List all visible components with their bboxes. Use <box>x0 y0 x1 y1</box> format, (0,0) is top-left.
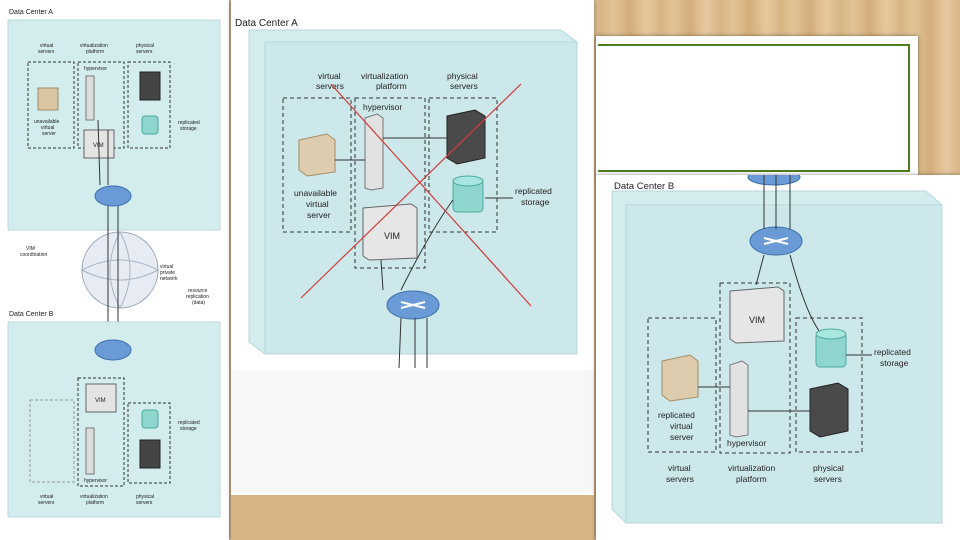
center-title: Data Center A <box>235 18 298 29</box>
svg-text:platform: platform <box>376 81 407 91</box>
svg-text:servers: servers <box>666 474 694 484</box>
dc-b-title: Data Center B <box>9 311 54 318</box>
unavailable-vs-a <box>38 88 58 110</box>
svg-text:servers: servers <box>136 500 153 506</box>
svg-text:storage: storage <box>521 197 550 207</box>
svg-text:servers: servers <box>814 474 842 484</box>
dc-a-title: Data Center A <box>9 9 53 16</box>
unavailable-server-icon <box>299 134 335 176</box>
svg-text:platform: platform <box>86 49 104 55</box>
vpn-globe <box>82 232 158 308</box>
wood-strip <box>231 495 594 540</box>
svg-text:physical: physical <box>447 71 478 81</box>
svg-text:platform: platform <box>86 500 104 506</box>
svg-text:servers: servers <box>38 49 55 55</box>
hypervisor-b-tower <box>730 361 748 437</box>
replicated-vs-icon <box>662 355 698 401</box>
svg-text:physical: physical <box>813 463 844 473</box>
slide-frame <box>596 36 918 176</box>
svg-text:server: server <box>670 432 694 442</box>
svg-text:coordination: coordination <box>20 252 47 258</box>
hypervisor-a: hypervisor <box>84 66 107 72</box>
svg-text:hypervisor: hypervisor <box>84 478 107 484</box>
svg-text:replicated: replicated <box>658 410 695 420</box>
svg-text:servers: servers <box>450 81 478 91</box>
right-title: Data Center B <box>614 181 674 192</box>
svg-text:server: server <box>42 131 56 137</box>
svg-text:VIM: VIM <box>749 315 765 325</box>
router-a <box>95 186 131 206</box>
svg-text:server: server <box>307 210 331 220</box>
svg-text:VIM: VIM <box>95 398 106 404</box>
svg-text:virtualization: virtualization <box>728 463 776 473</box>
center-diagram-panel: Data Center A virtual servers virtualiza… <box>231 0 594 540</box>
left-diagram-svg: Data Center A virtual servers virtualiza… <box>0 0 229 540</box>
svg-text:virtual: virtual <box>670 421 693 431</box>
left-diagram-panel: Data Center A virtual servers virtualiza… <box>0 0 229 540</box>
physical-server-b-icon <box>810 383 848 437</box>
svg-text:unavailable: unavailable <box>294 188 337 198</box>
right-diagram-panel: Data Center B VIM replicated storage rep… <box>596 175 960 540</box>
svg-text:replicated: replicated <box>515 186 552 196</box>
svg-text:network: network <box>160 276 178 282</box>
svg-text:storage: storage <box>880 358 909 368</box>
svg-text:storage: storage <box>180 426 197 432</box>
svg-text:virtual: virtual <box>306 199 329 209</box>
hypervisor-label: hypervisor <box>363 102 402 112</box>
svg-text:virtual: virtual <box>668 463 691 473</box>
svg-text:virtualization: virtualization <box>361 71 409 81</box>
svg-text:virtual: virtual <box>318 71 341 81</box>
right-diagram-svg: Data Center B VIM replicated storage rep… <box>596 175 960 540</box>
router-b <box>95 340 131 360</box>
svg-text:servers: servers <box>316 81 344 91</box>
svg-text:(data): (data) <box>192 300 205 306</box>
svg-text:storage: storage <box>180 126 197 132</box>
svg-text:replicated: replicated <box>874 347 911 357</box>
svg-text:platform: platform <box>736 474 767 484</box>
center-diagram-svg: Data Center A virtual servers virtualiza… <box>231 0 594 540</box>
svg-text:servers: servers <box>136 49 153 55</box>
svg-text:servers: servers <box>38 500 55 506</box>
svg-text:hypervisor: hypervisor <box>727 438 766 448</box>
svg-text:VIM: VIM <box>384 231 400 241</box>
